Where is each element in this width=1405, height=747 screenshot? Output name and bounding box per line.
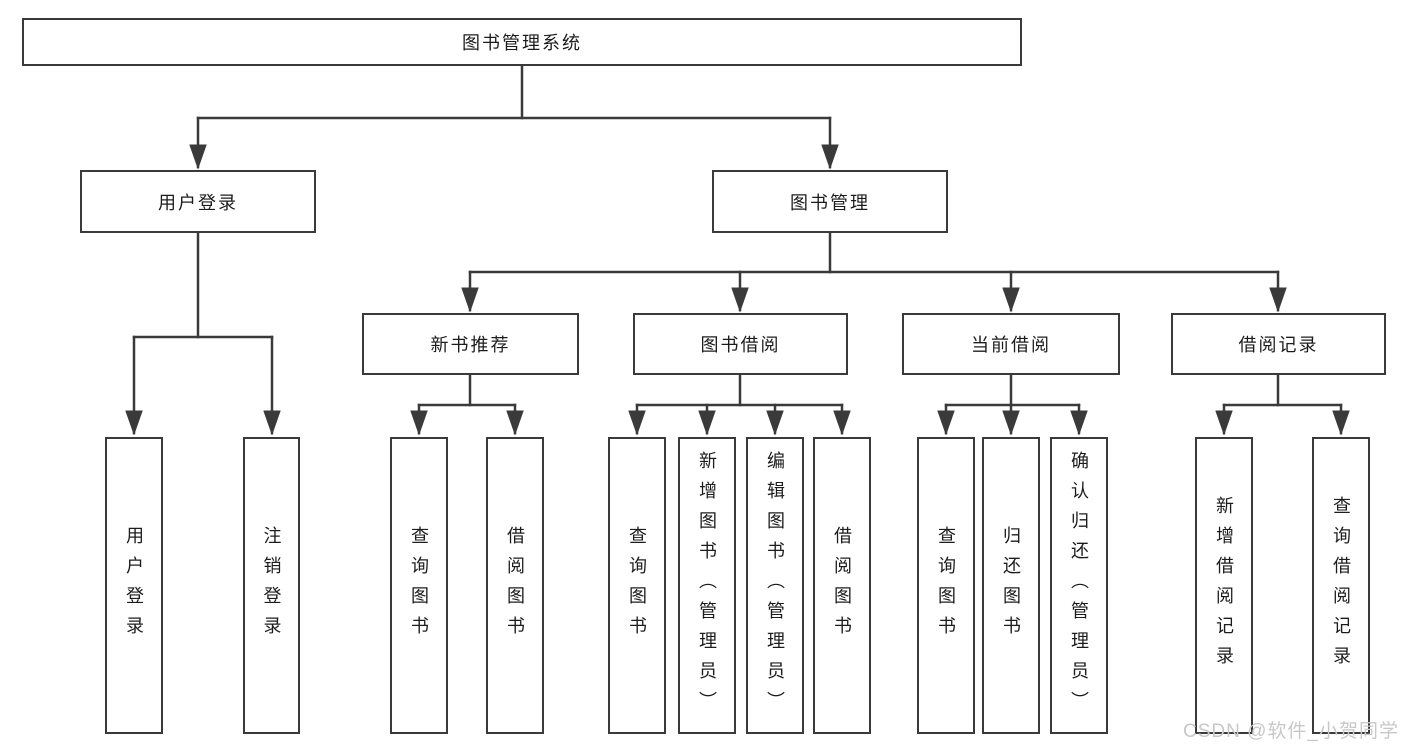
- connector-book-borrowing-children: [628, 373, 851, 436]
- node-borrowing-records-label: 借阅记录: [1238, 335, 1319, 355]
- leaf-confirm-return-admin: 确认归还（管理员）: [1050, 437, 1108, 734]
- leaf-query-books-current-label: 查询图书: [936, 525, 956, 646]
- leaf-confirm-return-admin-label: 确认归还（管理员）: [1069, 450, 1089, 721]
- node-user-login-label: 用户登录: [158, 192, 238, 213]
- leaf-query-books-borrowing-label: 查询图书: [627, 525, 647, 646]
- leaf-query-books-current: 查询图书: [917, 437, 975, 734]
- connector-user-login-children: [125, 231, 281, 436]
- leaf-edit-book-admin-label: 编辑图书（管理员）: [765, 450, 785, 721]
- leaf-user-login: 用户登录: [105, 437, 163, 734]
- leaf-return-books: 归还图书: [982, 437, 1040, 734]
- leaf-add-book-admin: 新增图书（管理员）: [678, 437, 736, 734]
- connector-new-book-recommend-children: [410, 373, 524, 436]
- leaf-query-borrow-record: 查询借阅记录: [1312, 437, 1370, 734]
- connector-current-borrowing-children: [937, 373, 1088, 436]
- leaf-borrow-books-borrowing-label: 借阅图书: [832, 525, 852, 646]
- connector-borrowing-records-children: [1215, 373, 1350, 436]
- leaf-query-books-borrowing: 查询图书: [608, 437, 666, 734]
- leaf-logout: 注销登录: [243, 437, 300, 734]
- leaf-borrow-books-recommend-label: 借阅图书: [505, 525, 525, 646]
- node-new-book-recommend: 新书推荐: [362, 313, 579, 375]
- leaf-user-login-label: 用户登录: [124, 525, 144, 646]
- node-root: 图书管理系统: [22, 18, 1022, 66]
- leaf-logout-label: 注销登录: [261, 525, 282, 646]
- leaf-add-borrow-record: 新增借阅记录: [1195, 437, 1253, 734]
- node-book-management: 图书管理: [712, 170, 948, 233]
- watermark: CSDN @软件_小贺同学: [1183, 721, 1399, 742]
- node-current-borrowing-label: 当前借阅: [971, 335, 1051, 355]
- connector-root-to-level2: [189, 64, 839, 170]
- leaf-query-books-recommend-label: 查询图书: [409, 525, 429, 646]
- node-book-borrowing-label: 图书借阅: [700, 335, 781, 355]
- node-borrowing-records: 借阅记录: [1171, 313, 1386, 375]
- node-new-book-recommend-label: 新书推荐: [430, 335, 511, 355]
- leaf-add-book-admin-label: 新增图书（管理员）: [697, 450, 717, 721]
- leaf-edit-book-admin: 编辑图书（管理员）: [746, 437, 804, 734]
- leaf-query-borrow-record-label: 查询借阅记录: [1331, 495, 1351, 676]
- node-book-management-label: 图书管理: [790, 192, 870, 213]
- leaf-return-books-label: 归还图书: [1001, 525, 1021, 646]
- connector-book-management-children: [461, 231, 1287, 313]
- leaf-add-borrow-record-label: 新增借阅记录: [1214, 495, 1234, 676]
- node-current-borrowing: 当前借阅: [902, 313, 1120, 375]
- leaf-borrow-books-borrowing: 借阅图书: [813, 437, 871, 734]
- node-book-borrowing: 图书借阅: [633, 313, 848, 375]
- leaf-borrow-books-recommend: 借阅图书: [486, 437, 544, 734]
- node-user-login: 用户登录: [80, 170, 316, 233]
- leaf-query-books-recommend: 查询图书: [390, 437, 448, 734]
- node-root-label: 图书管理系统: [462, 33, 582, 53]
